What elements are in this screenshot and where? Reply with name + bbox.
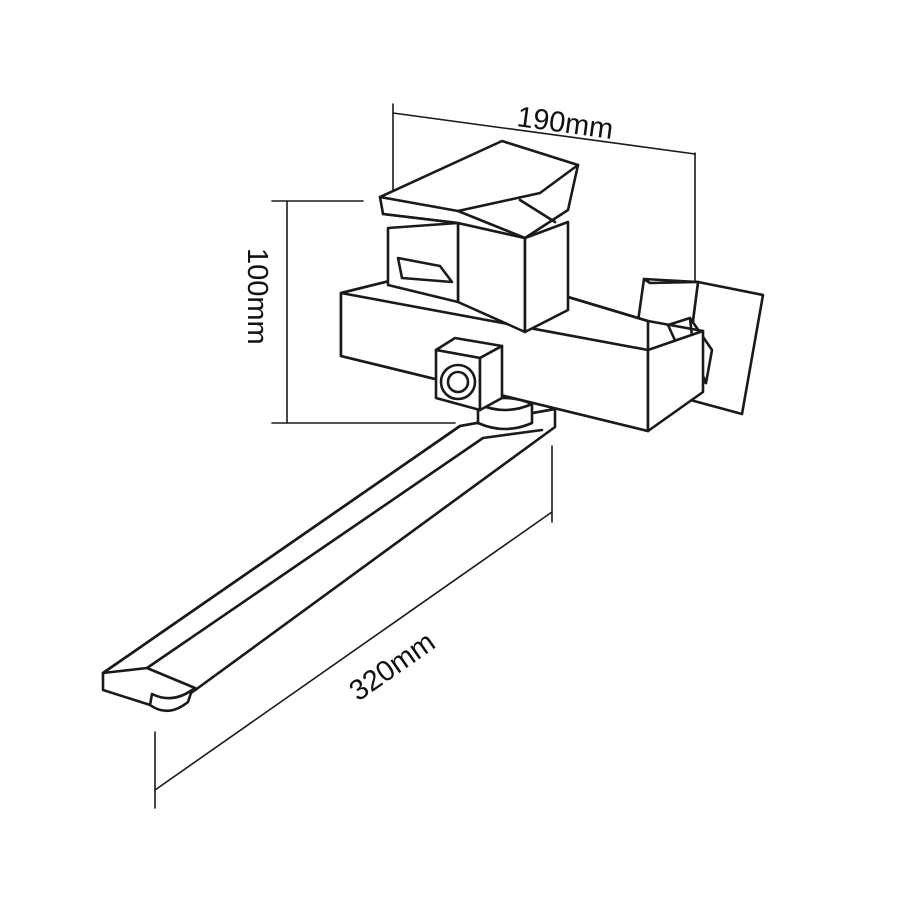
spout	[101, 407, 557, 713]
spout-aerator	[148, 688, 194, 713]
body-end	[646, 329, 705, 433]
lever-handle	[378, 139, 580, 240]
tower-notch	[396, 256, 454, 284]
handle-under-edge	[381, 212, 460, 225]
width-label: 190mm	[515, 101, 615, 146]
handle-crease	[518, 198, 557, 224]
knob-center	[446, 370, 470, 394]
dimension-line-spout	[154, 511, 553, 791]
spout-label: 320mm	[344, 626, 442, 708]
height-label: 100mm	[241, 248, 273, 345]
diverter-knob	[434, 336, 504, 412]
handle-inner-edge	[456, 163, 580, 213]
handle-top	[378, 139, 580, 240]
flange-top-edge	[642, 277, 700, 285]
spout-body	[101, 407, 557, 712]
dimension-line-width	[392, 112, 696, 155]
tower-side	[523, 220, 570, 334]
cartridge-tower	[386, 220, 570, 334]
knob-side	[478, 344, 504, 412]
dimension-height-100: 100mm	[241, 200, 456, 424]
spout-inner-edge	[145, 428, 544, 670]
